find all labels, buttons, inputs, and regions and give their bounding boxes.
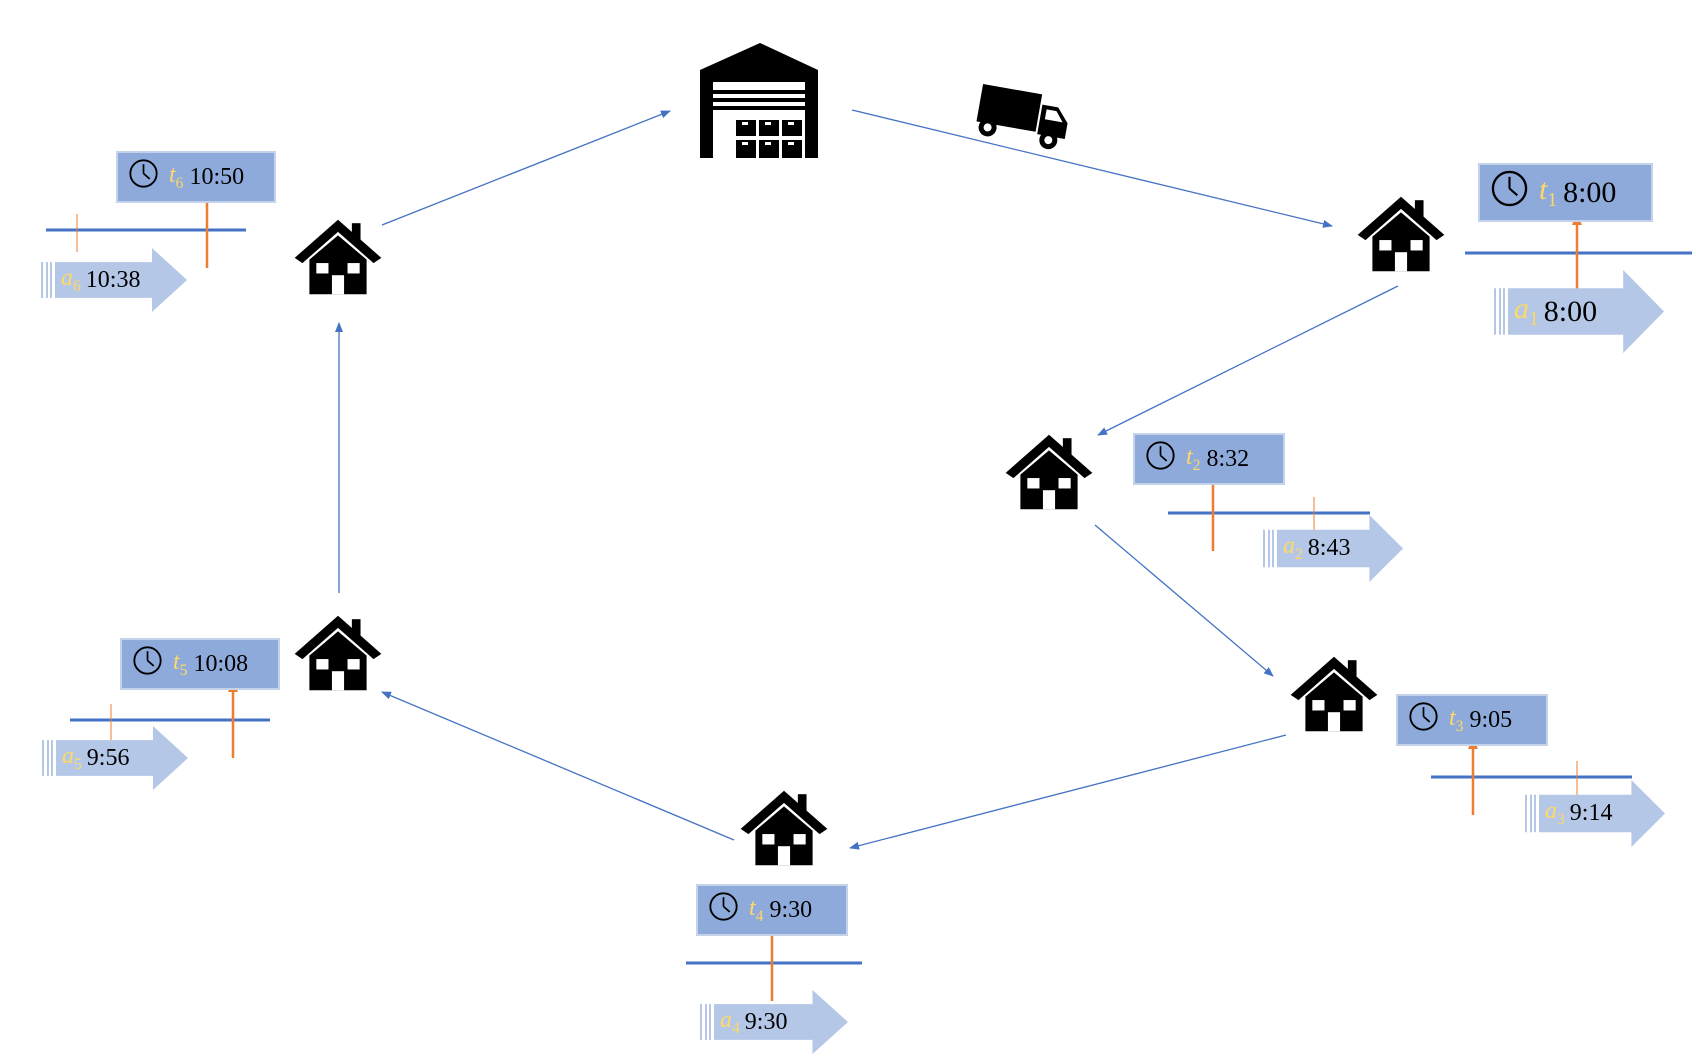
house-icon [294,615,382,691]
service-start-time: 9:05 [1469,706,1513,733]
arrival-time: 8:43 [1307,535,1351,561]
arrival-variable: a2 [1283,533,1303,563]
house-icon [1357,196,1445,272]
stop-4-timeline [686,923,862,1054]
clock-icon [128,158,159,196]
service-start-time: 8:00 [1563,175,1617,209]
arrival-arrow [1263,515,1403,582]
service-start-time: 10:50 [189,163,245,190]
stop-3-timeline [1431,737,1665,847]
edge-stop-6-to-depot [381,110,671,226]
service-start-variable: t5 [173,648,188,679]
edge-stop-3-to-stop-4 [849,734,1287,850]
house-icon [1005,434,1093,510]
edge-stop-2-to-stop-3 [1094,524,1274,677]
arrival-variable: a1 [1514,292,1539,330]
route-edges [335,109,1399,850]
edge-depot-to-stop-1 [851,109,1333,228]
timelines [41,190,1692,1054]
service-start-time: 10:08 [193,650,249,677]
service-start-time: 8:32 [1206,445,1250,472]
arrival-time: 10:38 [85,266,141,293]
service-start-time: 9:30 [769,896,813,923]
arrival-variable: a4 [720,1006,740,1037]
edge-stop-4-to-stop-5 [381,691,735,841]
warehouse-icon [700,43,818,158]
house-icon [294,219,382,295]
edge-stop-1-to-stop-2 [1097,285,1399,436]
stop-1-timeline [1465,213,1692,353]
arrival-variable: a5 [62,742,82,773]
clock-icon [708,891,739,929]
arrival-time: 8:00 [1543,294,1598,328]
delivery-truck-icon [976,83,1068,150]
arrival-variable: a6 [61,264,81,295]
arrival-arrow [700,990,848,1054]
stop-5-timeline [42,680,270,790]
clock-icon [1408,701,1439,739]
clock-icon [1145,440,1176,478]
stop-6-timeline [41,190,246,312]
clock-icon [132,645,163,683]
arrival-time: 9:30 [744,1008,788,1035]
stop-2-timeline [1168,473,1403,582]
service-start-variable: t1 [1539,173,1558,211]
arrival-arrow [42,726,188,790]
service-start-variable: t4 [749,894,764,925]
service-start-variable: t3 [1449,704,1464,735]
arrival-time: 9:56 [86,744,130,771]
house-icon [1290,656,1378,732]
clock-icon [1490,169,1529,216]
arrival-time: 9:14 [1569,800,1613,826]
arrival-arrow [1525,780,1665,847]
service-start-variable: t6 [169,161,184,192]
arrival-arrow [1494,270,1664,353]
arrival-arrow [41,248,187,312]
house-icon [740,790,828,866]
service-start-variable: t2 [1186,443,1201,474]
arrival-variable: a3 [1545,798,1565,828]
